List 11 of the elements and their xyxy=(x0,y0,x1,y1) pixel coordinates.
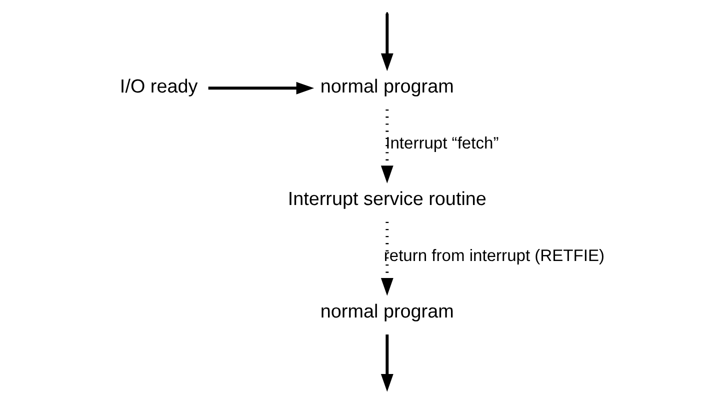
node-text: normal program xyxy=(320,301,454,322)
edge-label: Interrupt “fetch” xyxy=(385,134,498,153)
node-text: Interrupt service routine xyxy=(287,188,486,210)
arrow xyxy=(208,82,314,94)
arrow xyxy=(380,222,393,296)
node-text: I/O ready xyxy=(119,76,198,98)
arrow xyxy=(380,109,393,184)
node-text: normal program xyxy=(320,76,454,98)
arrow xyxy=(380,14,393,72)
arrow xyxy=(380,334,393,392)
edge-label: return from interrupt (RETFIE) xyxy=(383,246,604,266)
